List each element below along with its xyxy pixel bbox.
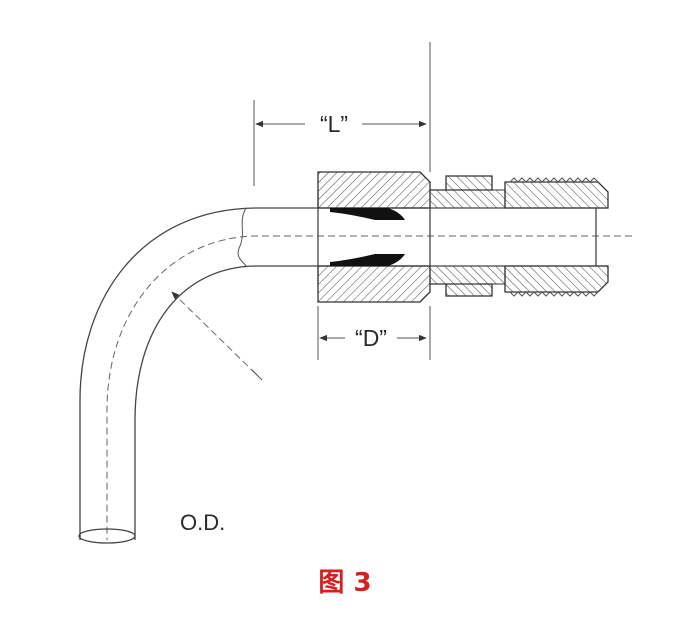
bend-radius-indicator [171,291,263,381]
length-label: “L” [320,111,348,137]
length-dimension: “L” [255,111,427,137]
depth-label: “D” [355,325,387,351]
fitting-body [429,175,609,297]
bent-tube [78,207,632,544]
fitting-nut [317,171,431,303]
ferrules [330,208,405,266]
figure-caption: 图 3 [318,568,372,598]
extension-lines [253,42,431,360]
depth-dimension: “D” [319,325,427,351]
od-label: O.D. [180,510,225,535]
